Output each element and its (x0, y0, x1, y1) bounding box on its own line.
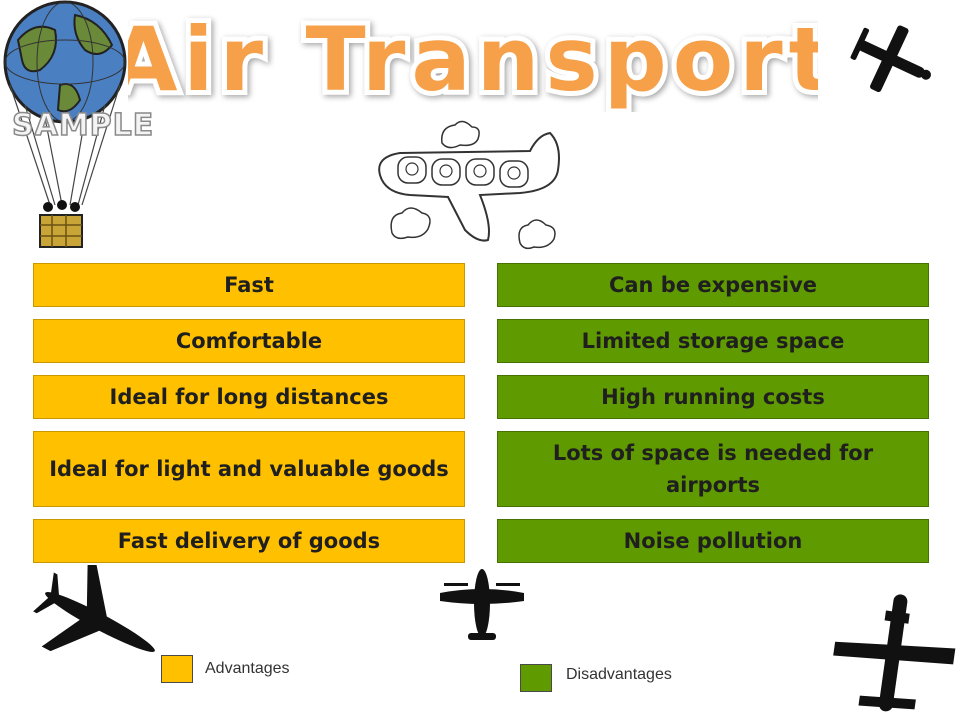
watermark: SAMPLE (11, 107, 155, 144)
page-title-text: Air Transport (128, 8, 818, 111)
disadvantage-box: Can be expensive (497, 263, 929, 307)
advantage-box: Ideal for long distances (33, 375, 465, 419)
cloud-icon (441, 120, 480, 149)
disadvantage-box: Noise pollution (497, 519, 929, 563)
disadvantage-box: Lots of space is needed for airports (497, 431, 929, 507)
plane-topview-icon (830, 590, 958, 718)
small-plane-icon (845, 20, 940, 100)
advantage-box: Fast (33, 263, 465, 307)
jet-silhouette-icon (30, 559, 170, 680)
disadvantage-box: Limited storage space (497, 319, 929, 363)
cartoon-airplane-icon (370, 115, 570, 265)
globe-balloon-icon (0, 0, 130, 255)
disadvantage-box: High running costs (497, 375, 929, 419)
page-title: Air Transport (104, 2, 835, 116)
advantage-box: Ideal for light and valuable goods (33, 431, 465, 507)
advantage-box: Fast delivery of goods (33, 519, 465, 563)
legend-label-disadvantages: Disadvantages (566, 666, 672, 683)
legend-swatch-disadvantages (520, 664, 552, 692)
legend-swatch-advantages (161, 655, 193, 683)
warplane-silhouette-icon (438, 565, 526, 647)
legend-label-advantages: Advantages (205, 660, 290, 677)
advantage-box: Comfortable (33, 319, 465, 363)
